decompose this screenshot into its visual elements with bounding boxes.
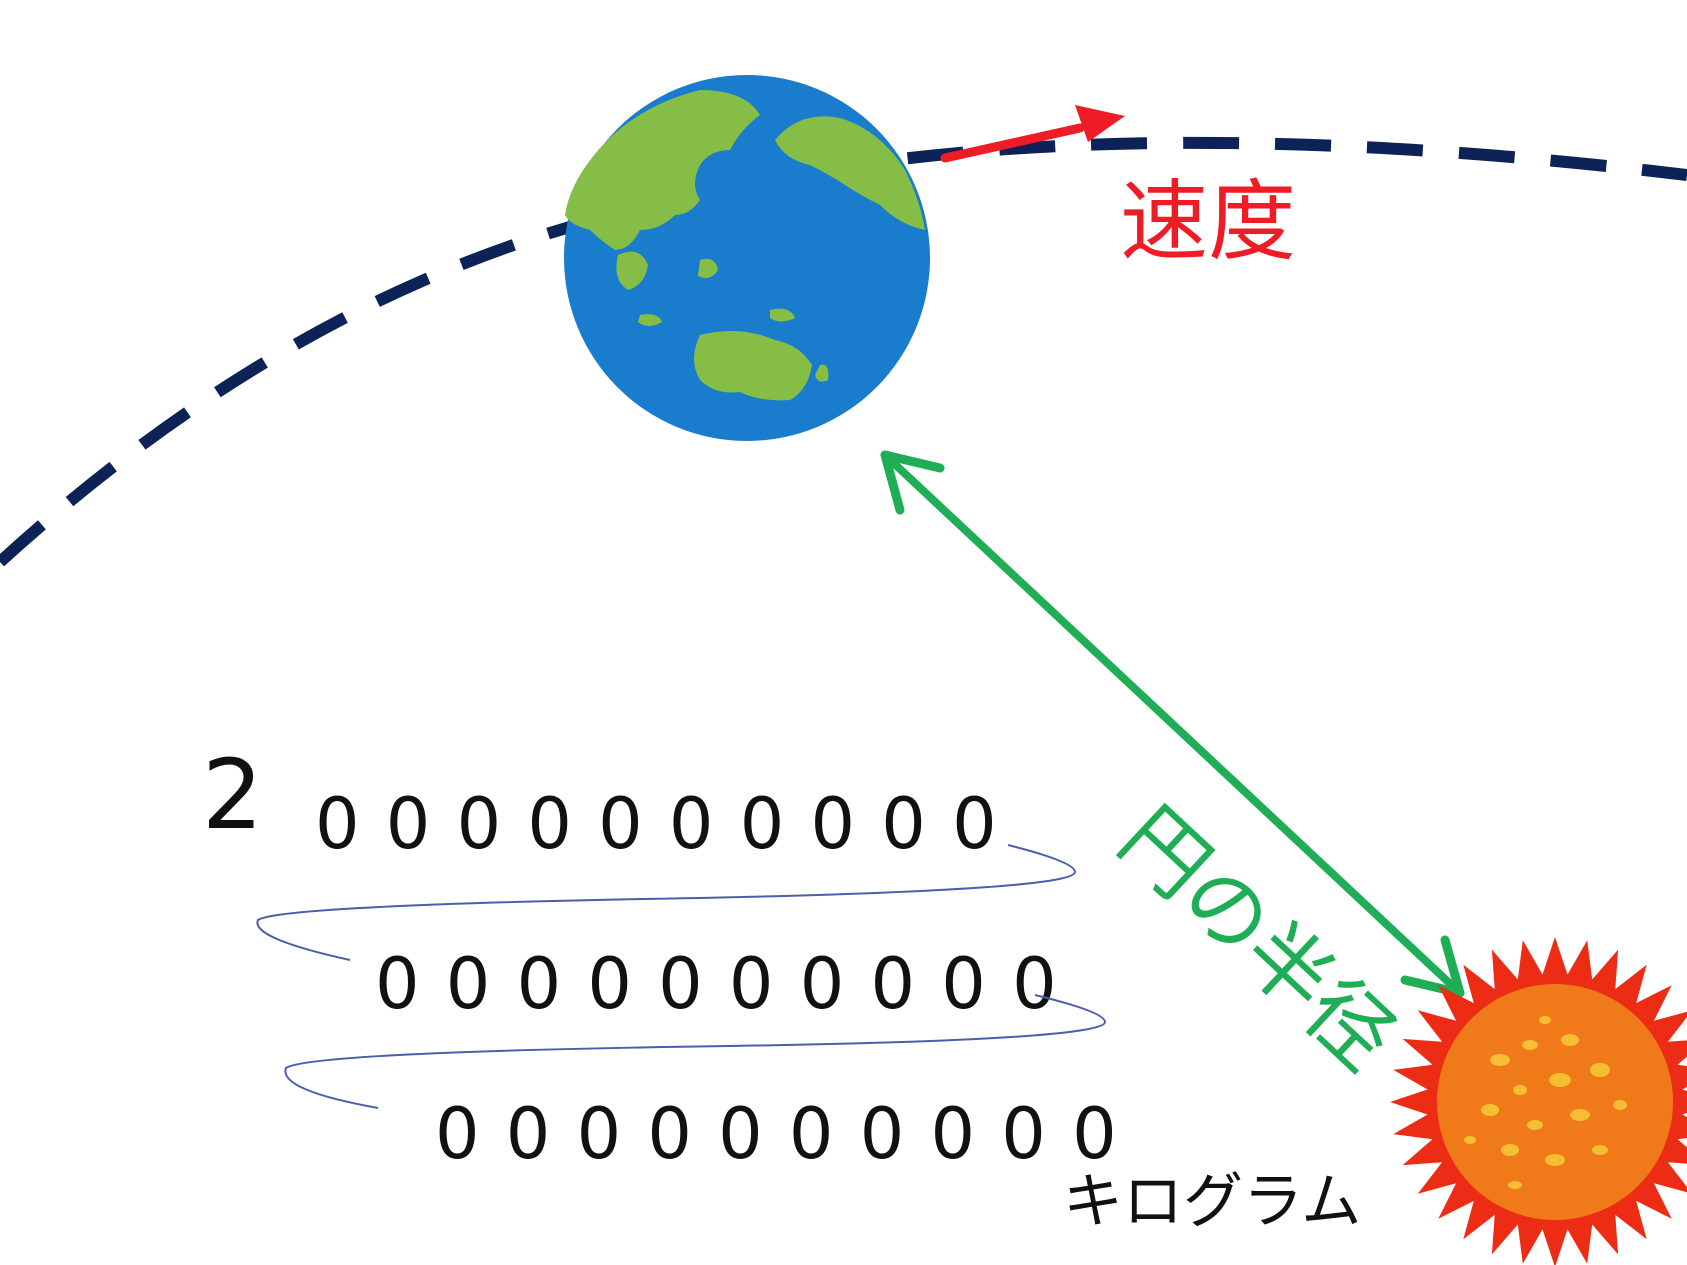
earth-land bbox=[815, 364, 829, 382]
velocity-arrow bbox=[940, 105, 1125, 163]
earth-land bbox=[638, 314, 662, 326]
continuation-squiggle bbox=[256, 844, 1077, 961]
earth-land bbox=[694, 331, 812, 401]
mass-leading-digit: 2 bbox=[202, 739, 263, 851]
earth-land bbox=[775, 116, 925, 230]
velocity-label: 速度 bbox=[1120, 170, 1296, 273]
mass-zeros-line-2: 0 0 0 0 0 0 0 0 0 0 bbox=[375, 943, 1059, 1025]
earth-icon bbox=[564, 75, 930, 441]
mass-zeros-line-1: 0 0 0 0 0 0 0 0 0 0 bbox=[315, 783, 999, 865]
continuation-squiggle bbox=[284, 994, 1107, 1109]
orbit-path bbox=[0, 136, 1687, 567]
earth-land bbox=[770, 308, 795, 322]
sun-icon bbox=[1390, 937, 1687, 1265]
earth-land bbox=[565, 90, 760, 250]
radius-label: 円の半径 bbox=[1101, 788, 1414, 1089]
earth-land bbox=[698, 258, 718, 278]
mass-zeros-line-3: 0 0 0 0 0 0 0 0 0 0 bbox=[435, 1093, 1119, 1175]
earth-land bbox=[616, 251, 648, 290]
unit-label: キログラム bbox=[1063, 1167, 1361, 1237]
radius-arrow bbox=[880, 450, 1465, 998]
